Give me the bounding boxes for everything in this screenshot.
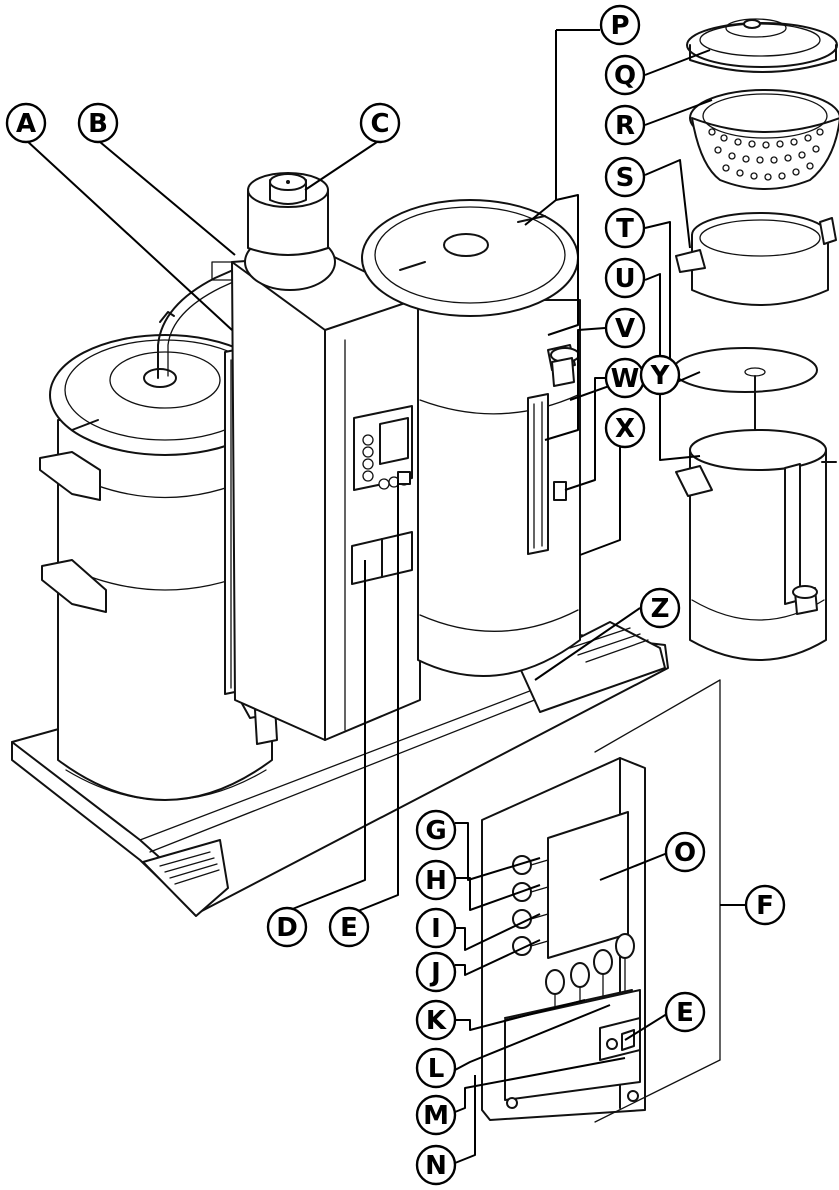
callout-n: N	[417, 1146, 455, 1184]
callout-e: E	[330, 908, 368, 946]
svg-text:R: R	[615, 111, 635, 141]
svg-text:Y: Y	[650, 361, 671, 391]
svg-text:O: O	[674, 838, 696, 868]
callout-d: D	[268, 908, 306, 946]
urn-part-u	[676, 430, 836, 660]
callout-b: B	[79, 104, 117, 142]
callout-r: R	[606, 106, 644, 144]
svg-text:K: K	[426, 1006, 447, 1036]
callout-p: P	[601, 6, 639, 44]
callout-o: O	[666, 833, 704, 871]
svg-text:C: C	[370, 109, 389, 139]
svg-text:D: D	[276, 913, 298, 943]
callout-l: L	[417, 1049, 455, 1087]
svg-text:B: B	[88, 109, 108, 139]
svg-text:F: F	[756, 891, 774, 921]
svg-text:Z: Z	[651, 594, 670, 624]
svg-text:L: L	[428, 1054, 445, 1084]
callout-g: G	[417, 811, 455, 849]
callout-j: J	[417, 953, 455, 991]
svg-text:N: N	[425, 1151, 447, 1181]
callout-t: T	[606, 209, 644, 247]
spreader-ring-s	[676, 213, 836, 305]
svg-text:I: I	[431, 914, 441, 944]
callout-a: A	[7, 104, 45, 142]
callout-m: M	[417, 1096, 455, 1134]
callout-i: I	[417, 909, 455, 947]
callout-q: Q	[606, 56, 644, 94]
svg-text:V: V	[615, 314, 635, 344]
svg-text:H: H	[425, 866, 447, 896]
callout-y: Y	[641, 356, 679, 394]
callout-f: F	[746, 886, 784, 924]
callout-w: W	[606, 359, 644, 397]
svg-text:E: E	[676, 998, 694, 1028]
callout-k: K	[417, 1001, 455, 1039]
svg-text:Q: Q	[614, 61, 636, 91]
svg-text:P: P	[610, 11, 629, 41]
callout-s: S	[606, 158, 644, 196]
svg-text:G: G	[425, 816, 446, 846]
svg-text:T: T	[616, 214, 634, 244]
callout-e-detail: E	[666, 993, 704, 1031]
svg-text:X: X	[615, 414, 635, 444]
svg-text:A: A	[16, 109, 36, 139]
callout-v: V	[606, 309, 644, 347]
svg-text:U: U	[614, 264, 635, 294]
svg-text:J: J	[429, 958, 441, 988]
callout-x: X	[606, 409, 644, 447]
svg-text:M: M	[423, 1101, 449, 1131]
svg-text:W: W	[611, 364, 640, 394]
lid-part-q	[687, 19, 837, 72]
callout-h: H	[417, 861, 455, 899]
callout-c: C	[361, 104, 399, 142]
callout-u: U	[606, 259, 644, 297]
filter-basket-r	[690, 90, 839, 189]
svg-text:E: E	[340, 913, 358, 943]
svg-text:S: S	[616, 163, 635, 193]
callout-z: Z	[641, 589, 679, 627]
